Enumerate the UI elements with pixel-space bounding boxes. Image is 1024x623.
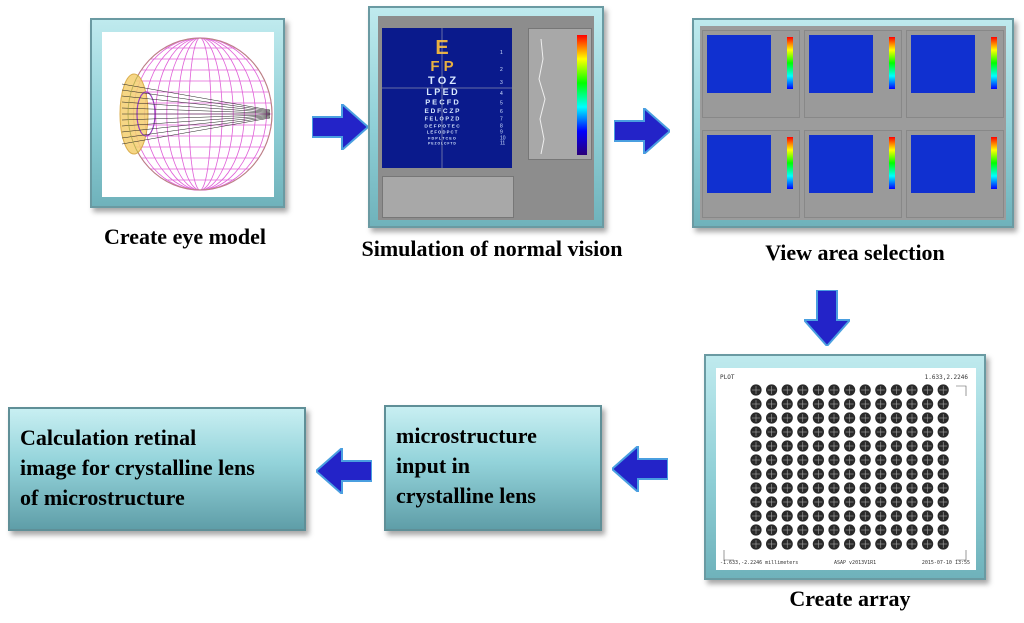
array-frame: PLOT 1.633,2.2246 -1.633,-2.2246 millime… [704,354,986,580]
thumbnail-chart [707,35,771,93]
eye-chart-row-number: 7 [500,117,503,123]
view-area-frame [692,18,1014,228]
thumbnail-color-scale [889,37,895,89]
eye-chart-row: P E Z O L C F T D [428,142,456,146]
thumbnail-color-scale [787,37,793,89]
microstructure-input-box: microstructure input in crystalline lens [384,405,602,531]
eye-chart-row-number: 2 [500,67,503,73]
thumbnail-color-scale [889,137,895,189]
eye-wireframe [119,37,273,191]
simulation-caption: Simulation of normal vision [361,236,623,261]
block-arrow-icon [312,104,368,150]
bottom-center-label: ASAP v2013V1R1 [834,560,877,566]
eye-model-caption: Create eye model [103,224,267,249]
eye-chart-row-number: 8 [500,123,503,129]
microstructure-line-1: microstructure [396,423,537,448]
eye-chart-row: E D F C Z P [424,108,460,115]
calculation-line-3: of microstructure [20,485,185,510]
view-area-thumbnail [702,30,800,118]
eye-chart-row-number: 5 [500,101,503,107]
view-area-thumbnail [906,130,1004,218]
view-area-thumbnail [804,30,902,118]
block-arrow-icon [614,108,670,154]
eye-model-frame [90,18,285,208]
bottom-left-label: -1.633,-2.2246 millimeters [720,560,799,566]
view-area-grid [700,26,1006,220]
microstructure-line-2: input in [396,453,470,478]
view-area-thumbnail [702,130,800,218]
eye-chart-row-number: 11 [500,141,505,147]
array-plot: PLOT 1.633,2.2246 -1.633,-2.2246 millime… [716,368,976,570]
eye-chart-row-number: 10 [500,135,506,141]
calculation-line-1: Calculation retinal [20,425,197,450]
bottom-plot [382,176,514,218]
thumbnail-chart [809,35,873,93]
array-caption: Create array [789,586,911,611]
side-plot [528,28,592,160]
eye-model-image [102,32,274,197]
eye-chart-row-number: 6 [500,109,503,115]
eye-chart-row-number: 4 [500,91,503,97]
thumbnail-color-scale [991,137,997,189]
view-area-thumbnail [906,30,1004,118]
eye-chart-row-number: 9 [500,130,503,136]
thumbnail-chart [911,135,975,193]
calculation-box: Calculation retinal image for crystallin… [8,407,306,531]
calculation-line-2: image for crystalline lens [20,455,255,480]
block-arrow-icon [804,290,850,346]
dot-array [723,384,967,561]
bottom-right-label: 2015-07-10 13:55 [921,560,970,566]
thumbnail-chart [707,135,771,193]
eye-chart-row-number: 3 [500,80,503,86]
plot-label: PLOT [720,374,735,381]
eye-chart-row-number: 1 [500,50,503,56]
color-scale [577,35,587,155]
eye-chart-row: P E C F D [425,98,459,107]
eye-chart-row: D E F P O T E C [424,123,460,129]
thumbnail-chart [809,135,873,193]
top-right-label: 1.633,2.2246 [924,374,968,381]
thumbnail-chart [911,35,975,93]
view-area-caption: View area selection [765,240,945,265]
block-arrow-icon [612,446,668,492]
thumbnail-color-scale [991,37,997,89]
block-arrow-icon [316,448,372,494]
thumbnail-color-scale [787,137,793,189]
view-area-thumbnail [804,130,902,218]
microstructure-line-3: crystalline lens [396,483,536,508]
